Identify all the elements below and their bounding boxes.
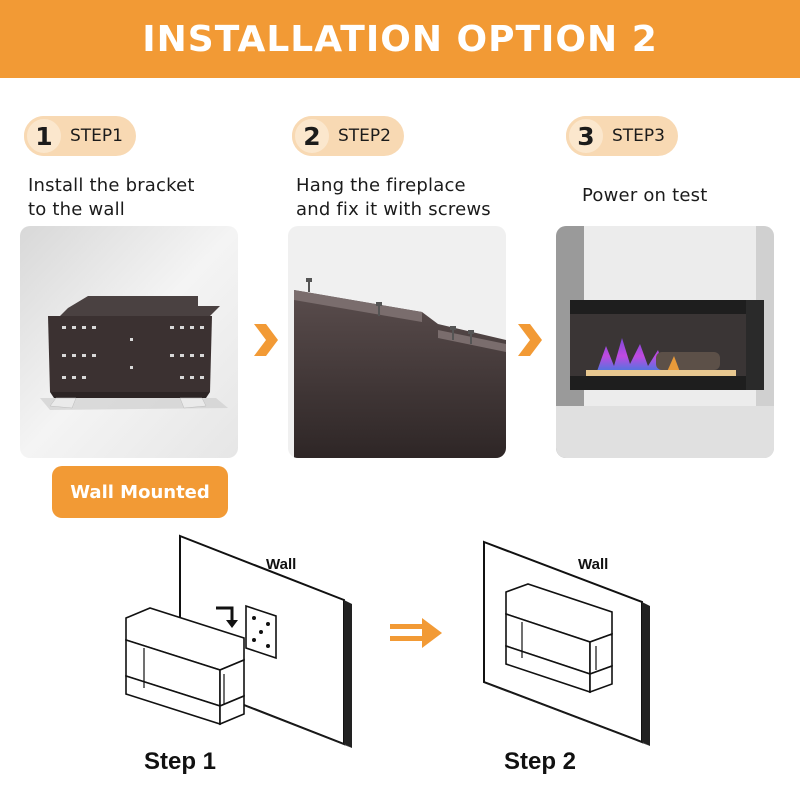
step2-number: 2 (292, 116, 332, 156)
step1-desc-line1: Install the bracket (28, 175, 195, 196)
diagram-step1-wall-label: Wall (266, 556, 297, 573)
step3-label: STEP3 (612, 126, 665, 146)
bracket-photo (20, 226, 238, 458)
step3-pill: 3 STEP3 (566, 116, 678, 156)
diagram-step2-caption: Step 2 (504, 748, 577, 775)
step2-description: Hang the fireplace and fix it with screw… (296, 174, 491, 222)
power-on-photo (556, 226, 774, 458)
step2-pill: 2 STEP2 (292, 116, 404, 156)
page-title: INSTALLATION OPTION 2 (142, 18, 658, 60)
double-arrow-right-icon (390, 618, 442, 648)
step2-desc-line1: Hang the fireplace (296, 175, 466, 196)
step2-desc-line2: and fix it with screws (296, 199, 491, 220)
step3-description: Power on test (582, 184, 707, 208)
diagram-step1-caption: Step 1 (144, 748, 217, 775)
step1-pill: 1 STEP1 (24, 116, 136, 156)
diagram-step2-wall-label: Wall (578, 556, 609, 573)
diagram-step1 (125, 534, 352, 748)
step1-label: STEP1 (70, 126, 123, 146)
step2-label: STEP2 (338, 126, 391, 146)
hang-fireplace-photo (288, 226, 506, 458)
step1-number: 1 (24, 116, 64, 156)
step1-desc-line2: to the wall (28, 199, 126, 220)
chevron-right-icon (518, 324, 542, 356)
step1-description: Install the bracket to the wall (28, 174, 195, 222)
wall-mounted-badge: Wall Mounted (52, 466, 228, 518)
step3-desc-line1: Power on test (582, 185, 708, 206)
diagram-step2 (483, 540, 650, 746)
step3-number: 3 (566, 116, 606, 156)
chevron-right-icon (254, 324, 278, 356)
header-banner: INSTALLATION OPTION 2 (0, 0, 800, 78)
